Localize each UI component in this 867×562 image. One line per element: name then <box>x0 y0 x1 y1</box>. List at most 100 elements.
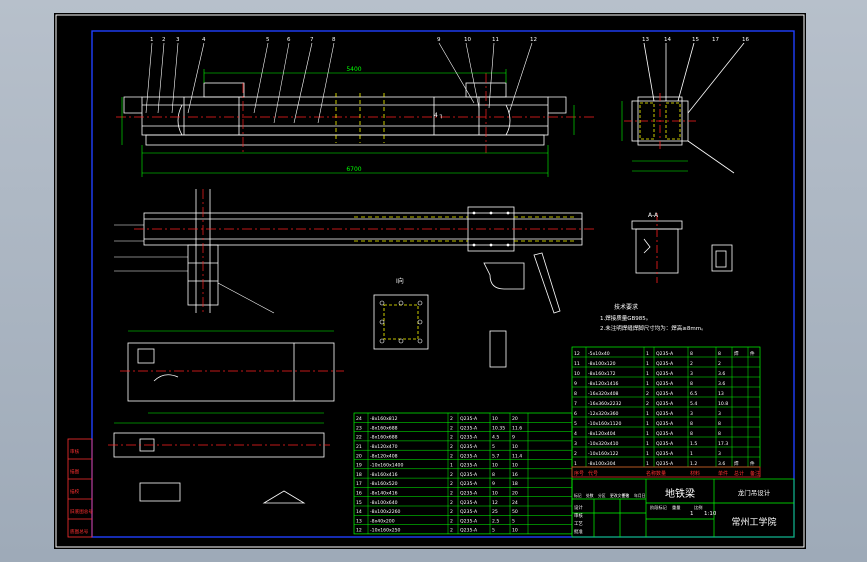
bom-cell: 2 <box>450 472 453 478</box>
bracket-part <box>483 250 727 368</box>
aa-section-label: A-A <box>648 212 659 219</box>
callout-number: 8 <box>332 37 336 43</box>
bom-cell: 8 <box>718 431 721 437</box>
callout-number: 11 <box>492 37 499 43</box>
title-block-stage: 阶段标记 <box>650 504 668 511</box>
bom-cell: Q235-A <box>460 453 478 459</box>
bom-cell: -10x160x1120 <box>588 421 621 427</box>
bom-cell: 25 <box>492 509 498 515</box>
bom-cell: Q235-A <box>656 461 674 467</box>
bom-cell: 17 <box>356 481 362 487</box>
drawing-sheet[interactable]: 6700 5400 4 ┐ <box>54 13 806 549</box>
callout-number: 15 <box>692 37 699 43</box>
title-block-role: 工艺 <box>574 521 583 527</box>
bom-cell: Q235-A <box>656 441 674 447</box>
weld-symbol: 4 ┐ <box>434 112 443 119</box>
bom-cell: 2 <box>450 481 453 487</box>
bom-cell: 11.4 <box>512 453 522 459</box>
dim-span: 5400 <box>346 66 361 73</box>
bom-cell: -8x100x2260 <box>370 509 401 515</box>
bom-cell: Q235-A <box>460 416 478 422</box>
bom-cell: 4 <box>574 431 577 437</box>
title-block-label: 签名 <box>622 493 630 498</box>
bom-cell: Q235-A <box>460 500 478 506</box>
bom-cell: 13 <box>356 518 362 524</box>
bom-cell: 2 <box>450 444 453 450</box>
side-stamp-label: 底图总号 <box>70 528 89 535</box>
bom-cell: Q235-A <box>460 518 478 524</box>
bom-cell: 19 <box>356 463 362 469</box>
bom-cell: 2 <box>450 435 453 441</box>
bom-cell: 1 <box>646 351 649 357</box>
outer-border <box>55 14 805 548</box>
bom-cell: 8 <box>492 472 495 478</box>
callout-number: 4 <box>202 37 206 43</box>
title-block-role: 设计 <box>574 504 583 511</box>
bom-cell: 20 <box>356 453 362 459</box>
bom-cell: 1 <box>646 361 649 367</box>
tech-req-item-2: 2.未注明焊缝焊脚尺寸均为：焊高≥8mm。 <box>600 324 707 332</box>
bom-cell: Q235-A <box>656 371 674 377</box>
tech-requirements: 技术要求 1.焊接质量GB985。 2.未注明焊缝焊脚尺寸均为：焊高≥8mm。 <box>600 303 707 332</box>
bom-cell: 3 <box>690 371 693 377</box>
bom-cell: 2 <box>450 425 453 431</box>
bom-cell: 1 <box>646 451 649 457</box>
bom-cell: 22 <box>356 435 362 441</box>
bom-cell: -8x140x416 <box>370 491 398 497</box>
bom-cell: 8 <box>690 351 693 357</box>
bom-cell: 5.7 <box>492 453 499 459</box>
bom-cell: 3.6 <box>718 371 725 377</box>
bom-cell: 8 <box>690 431 693 437</box>
bom-cell: -8x160x688 <box>370 425 398 431</box>
callout-number: 1 <box>150 37 154 43</box>
bom-cell: 10 <box>574 371 580 377</box>
bom-cell: 10 <box>512 444 518 450</box>
bom-cell: 12 <box>574 351 580 357</box>
bom-cell: 20 <box>512 491 518 497</box>
bom-cell: 21 <box>356 444 362 450</box>
bom-cell: 18 <box>356 472 362 478</box>
bom-cell: 1 <box>646 381 649 387</box>
bom-cell: 2 <box>646 401 649 407</box>
bom-cell: 2 <box>450 528 453 534</box>
callout-number: 6 <box>287 37 291 43</box>
bom-cell: 1 <box>646 421 649 427</box>
bom-cell: 3.6 <box>718 381 725 387</box>
bom-cell: 4.5 <box>492 435 499 441</box>
bom-cell: 3.6 <box>718 461 725 467</box>
bom-cell: Q235-A <box>656 391 674 397</box>
centerlines-elevation <box>116 73 594 153</box>
callout-number: 9 <box>437 37 441 43</box>
bom-cell: 18 <box>512 481 518 487</box>
bom-cell: 2 <box>450 509 453 515</box>
bom-cell: 20 <box>512 416 518 422</box>
bom-cell: 3 <box>718 451 721 457</box>
bom-cell: 11.6 <box>512 425 522 431</box>
bom-cell: 5 <box>574 421 577 427</box>
bom-cell: 1 <box>646 441 649 447</box>
title-block-label: 标记 <box>574 493 582 498</box>
front-elevation-view <box>123 82 567 146</box>
bom-cell: 1 <box>646 431 649 437</box>
bom-cell: 2.5 <box>492 518 499 524</box>
bom-cell: 2 <box>574 451 577 457</box>
bom-cell: 12 <box>356 528 362 534</box>
bom-cell: 9 <box>492 481 495 487</box>
bom-cell: 16 <box>356 491 362 497</box>
callout-number: 17 <box>712 37 719 43</box>
side-stamp-grid <box>67 438 93 538</box>
bom-cell: -8x120x404 <box>588 431 616 437</box>
title-block <box>571 478 795 538</box>
bom-cell: 10 <box>492 491 498 497</box>
bom-cell: 1 <box>690 451 693 457</box>
bom-cell: 14 <box>356 509 362 515</box>
bom-cell: Q235-A <box>656 431 674 437</box>
bom-cell: 50 <box>512 509 518 515</box>
plan-leaders <box>114 224 275 314</box>
school-name: 常州工学院 <box>731 516 776 528</box>
plan-view <box>143 189 583 313</box>
